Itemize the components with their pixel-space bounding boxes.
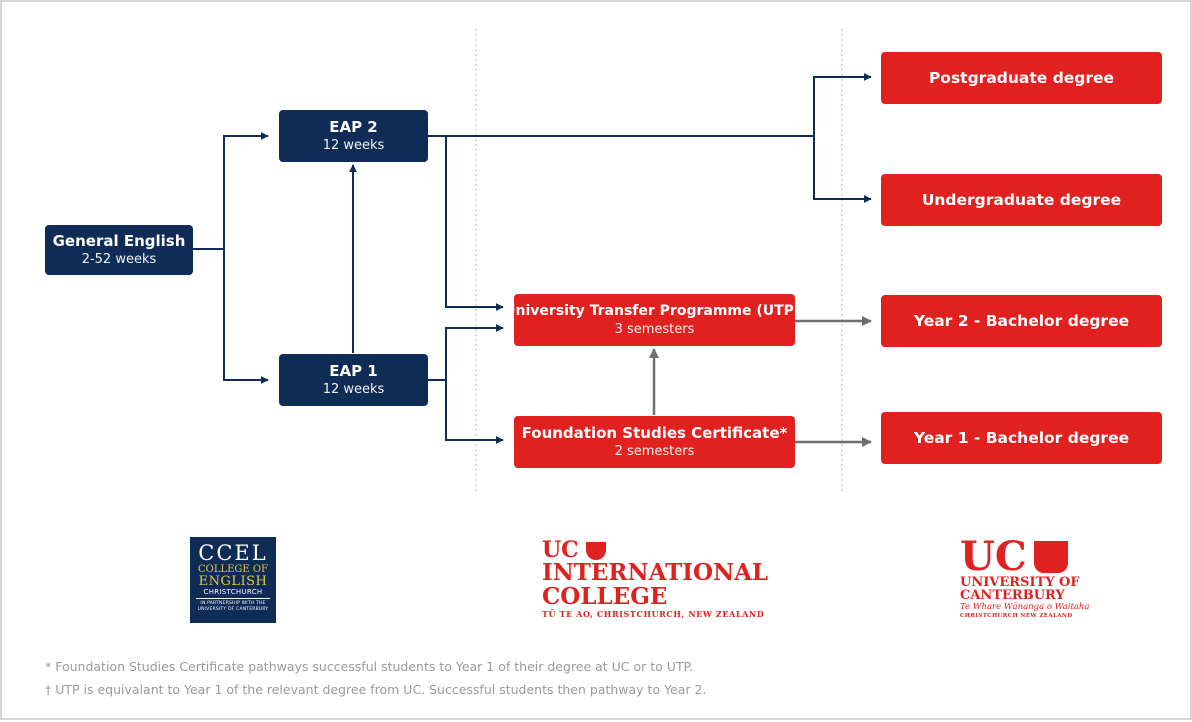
year2-bachelor-box: Year 2 - Bachelor degree bbox=[881, 295, 1162, 347]
box-title: Foundation Studies Certificate* bbox=[521, 424, 788, 442]
footnote-dagger: † UTP is equivalant to Year 1 of the rel… bbox=[45, 682, 707, 697]
general-english-box: General English 2-52 weeks bbox=[45, 225, 193, 275]
crest-icon bbox=[585, 542, 606, 560]
dagger-mark: † bbox=[800, 304, 805, 314]
ucic-abbr: UC bbox=[542, 537, 579, 563]
eap1-box: EAP 1 12 weeks bbox=[279, 354, 428, 406]
ucan-motto: Te Whare Wānanga o Waitaha bbox=[960, 602, 1090, 612]
box-title: Postgraduate degree bbox=[928, 68, 1115, 87]
box-title: Year 1 - Bachelor degree bbox=[913, 428, 1130, 447]
ccel-line4: IN PARTNERSHIP WITH THE bbox=[200, 601, 266, 606]
utp-box: University Transfer Programme (UTP)† 3 s… bbox=[504, 294, 805, 346]
uc-international-college-logo: UC INTERNATIONAL COLLEGE TŪ TE AO, CHRIS… bbox=[542, 539, 768, 619]
ccel-divider bbox=[196, 598, 270, 599]
box-title: EAP 2 bbox=[329, 118, 378, 136]
postgraduate-degree-box: Postgraduate degree bbox=[881, 52, 1162, 104]
box-title: Year 2 - Bachelor degree bbox=[913, 311, 1130, 330]
ccel-abbr: CCEL bbox=[198, 541, 268, 565]
ccel-line5: UNIVERSITY OF CANTERBURY bbox=[197, 607, 269, 612]
box-title: Undergraduate degree bbox=[921, 190, 1122, 209]
box-title: EAP 1 bbox=[329, 362, 378, 380]
ucic-top-row: UC bbox=[542, 539, 768, 561]
foundation-studies-box: Foundation Studies Certificate* 2 semest… bbox=[514, 416, 795, 468]
ccel-line2: ENGLISH bbox=[198, 574, 268, 589]
box-duration: 3 semesters bbox=[614, 322, 695, 337]
ccel-line1: COLLEGE OF bbox=[197, 564, 269, 575]
ccel-logo: CCEL COLLEGE OF ENGLISH CHRISTCHURCH IN … bbox=[190, 537, 276, 623]
ucan-top-row: UC bbox=[960, 537, 1089, 577]
box-duration: 2-52 weeks bbox=[81, 252, 157, 267]
ucan-abbr: UC bbox=[960, 533, 1027, 580]
box-title: General English bbox=[52, 232, 186, 250]
university-of-canterbury-logo: UC UNIVERSITY OF CANTERBURY Te Whare Wān… bbox=[960, 537, 1090, 620]
utp-title-text: University Transfer Programme (UTP) bbox=[504, 303, 801, 319]
box-title: University Transfer Programme (UTP)† bbox=[504, 302, 805, 321]
box-duration: 2 semesters bbox=[614, 444, 695, 459]
ucan-line2: CANTERBURY bbox=[960, 588, 1065, 603]
box-duration: 12 weeks bbox=[322, 138, 385, 153]
footnote-star: * Foundation Studies Certificate pathway… bbox=[45, 659, 694, 674]
ucic-tagline: TŪ TE AO, CHRISTCHURCH, NEW ZEALAND bbox=[542, 609, 765, 619]
ucic-line1: INTERNATIONAL bbox=[542, 559, 769, 586]
year1-bachelor-box: Year 1 - Bachelor degree bbox=[881, 412, 1162, 464]
undergraduate-degree-box: Undergraduate degree bbox=[881, 174, 1162, 226]
eap2-box: EAP 2 12 weeks bbox=[279, 110, 428, 162]
ucic-line2: COLLEGE bbox=[542, 583, 668, 610]
crest-icon bbox=[1033, 541, 1068, 573]
ucan-line1: UNIVERSITY OF bbox=[960, 575, 1080, 590]
ccel-line3: CHRISTCHURCH bbox=[203, 588, 263, 596]
box-duration: 12 weeks bbox=[322, 382, 385, 397]
ucan-location: CHRISTCHURCH NEW ZEALAND bbox=[960, 613, 1073, 619]
